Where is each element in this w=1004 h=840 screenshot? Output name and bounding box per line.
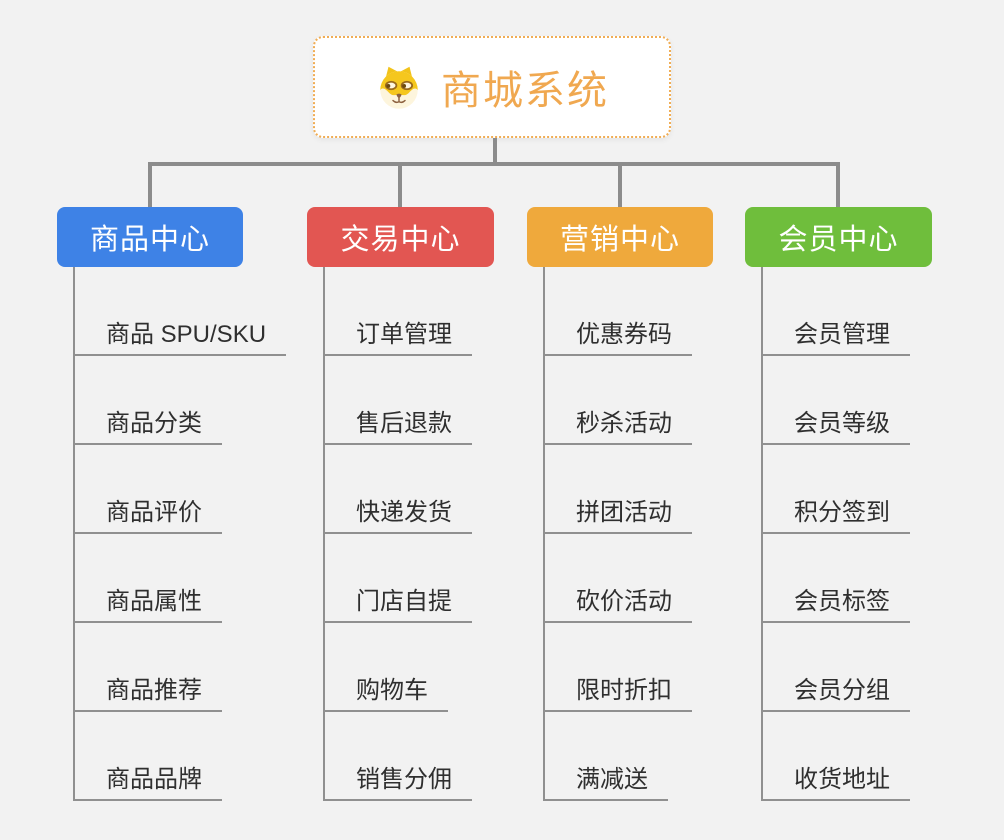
branch-label: 营销中心 [559, 224, 680, 256]
leaf-node[interactable]: 商品 SPU/SKU [73, 322, 287, 356]
leaf-node[interactable]: 商品分类 [73, 411, 222, 445]
leaf-node[interactable]: 商品评价 [73, 500, 222, 534]
branch-drop-line-4 [836, 162, 840, 208]
branch-drop-line-3 [618, 162, 622, 208]
branch-drop-line-2 [398, 162, 402, 208]
branch-label: 交易中心 [340, 224, 461, 256]
branch-rail-line [148, 162, 840, 166]
root-title: 商城系统 [441, 69, 609, 113]
leaf-node[interactable]: 砍价活动 [543, 589, 692, 623]
leaf-node[interactable]: 商品品牌 [73, 767, 222, 801]
leaf-node[interactable]: 商品推荐 [73, 678, 222, 712]
branch-label: 商品中心 [89, 224, 210, 256]
leaf-node[interactable]: 商品属性 [73, 589, 222, 623]
leaf-node[interactable]: 订单管理 [323, 322, 472, 356]
leaf-node[interactable]: 会员管理 [761, 322, 910, 356]
leaf-node[interactable]: 会员分组 [761, 678, 910, 712]
branch-label: 会员中心 [778, 224, 899, 256]
leaf-node[interactable]: 限时折扣 [543, 678, 692, 712]
leaf-node[interactable]: 购物车 [323, 678, 448, 712]
leaf-node[interactable]: 会员标签 [761, 589, 910, 623]
leaf-node[interactable]: 快递发货 [323, 500, 472, 534]
branch-node-product[interactable]: 商品中心 [57, 207, 243, 267]
branch-node-trade[interactable]: 交易中心 [307, 207, 494, 267]
leaf-node[interactable]: 秒杀活动 [543, 411, 692, 445]
leaf-node[interactable]: 售后退款 [323, 411, 472, 445]
leaf-node[interactable]: 积分签到 [761, 500, 910, 534]
branch-node-member[interactable]: 会员中心 [745, 207, 932, 267]
leaf-node[interactable]: 门店自提 [323, 589, 472, 623]
leaf-node[interactable]: 销售分佣 [323, 767, 472, 801]
branch-drop-line-1 [148, 162, 152, 208]
leaf-node[interactable]: 满减送 [543, 767, 668, 801]
root-node[interactable]: 商城系统 [313, 36, 671, 138]
leaf-node[interactable]: 收货地址 [761, 767, 910, 801]
leaf-node[interactable]: 会员等级 [761, 411, 910, 445]
branch-node-marketing[interactable]: 营销中心 [527, 207, 713, 267]
shiba-dog-icon [380, 66, 418, 109]
root-drop-line [493, 138, 497, 164]
leaf-node[interactable]: 拼团活动 [543, 500, 692, 534]
leaf-node[interactable]: 优惠券码 [543, 322, 692, 356]
